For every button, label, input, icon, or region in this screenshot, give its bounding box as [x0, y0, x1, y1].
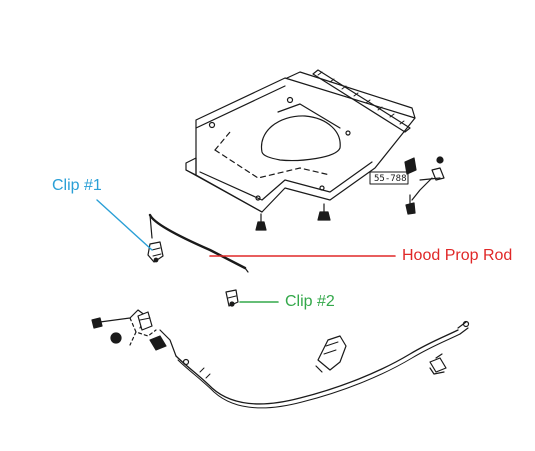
release-handle [429, 353, 447, 375]
clip-2-label: Clip #2 [285, 293, 335, 310]
hood-prop-rod [148, 213, 249, 273]
clip-1-part [147, 241, 164, 263]
hood-latch-assembly [91, 309, 177, 357]
clip-1-label: Clip #1 [52, 177, 102, 194]
hood-bumper-right [317, 203, 331, 221]
clip-1-leader-line [96, 199, 153, 251]
hood-stopper-bracket [404, 156, 445, 215]
release-handle-bracket [315, 335, 347, 373]
hood-release-cable [175, 320, 470, 409]
hood-panel [185, 71, 416, 213]
clip-2-part [225, 289, 239, 307]
hood-bumper-left [255, 213, 267, 231]
hood-prop-rod-label: Hood Prop Rod [402, 247, 513, 264]
part-number-tag: 55-788 [369, 171, 409, 185]
part-number-text: 55-788 [374, 174, 407, 184]
hood-weatherstrip [312, 69, 411, 133]
